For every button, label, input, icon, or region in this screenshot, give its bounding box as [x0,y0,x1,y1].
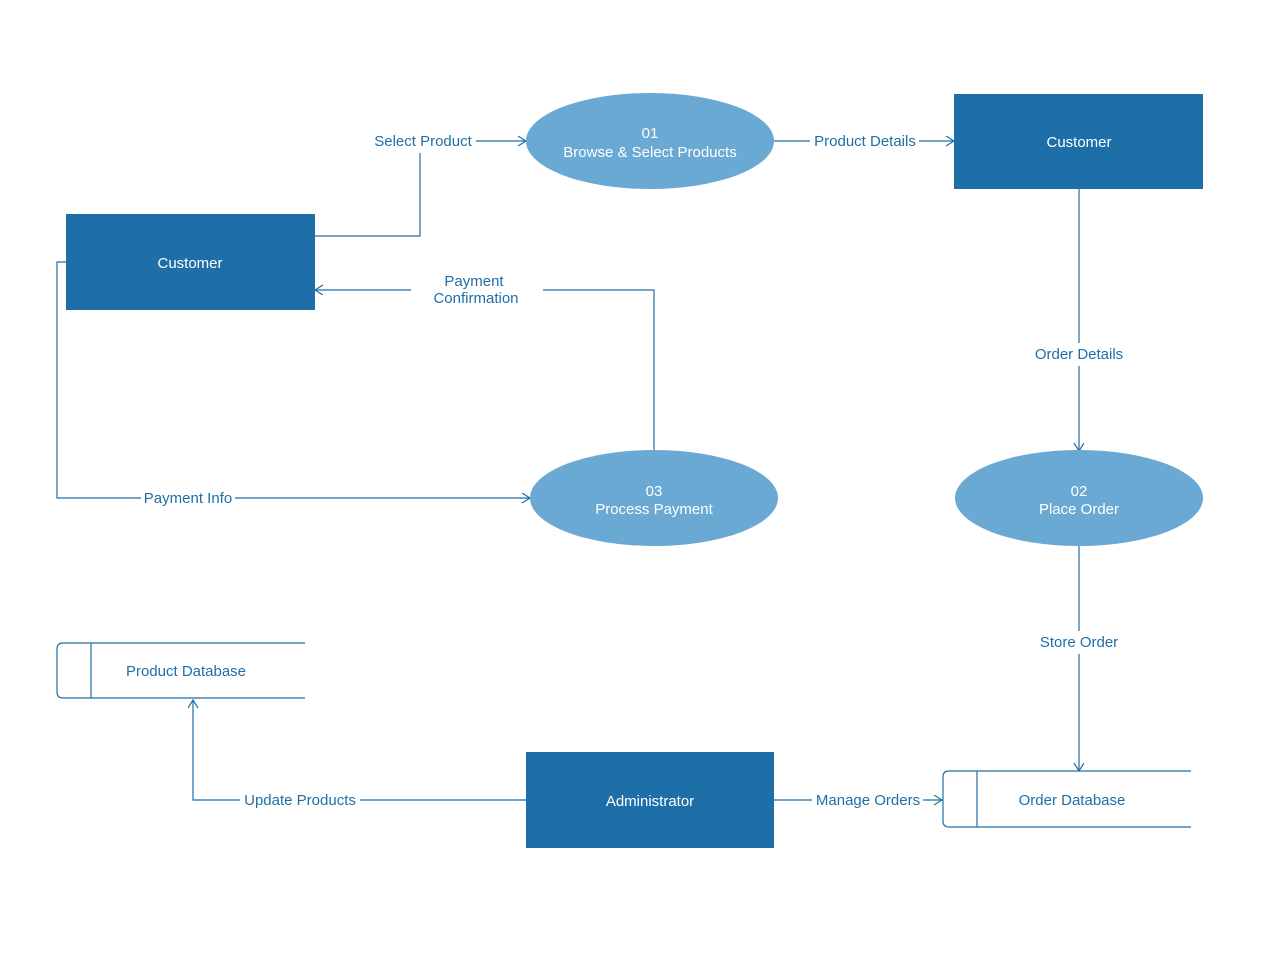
process-place-order[interactable]: 02 Place Order [955,450,1203,546]
process-number: 03 [646,483,663,500]
process-name: Process Payment [595,501,713,518]
process-name: Browse & Select Products [563,144,736,161]
entity-administrator[interactable]: Administrator [526,752,774,848]
process-name: Place Order [1039,501,1119,518]
process-payment[interactable]: 03 Process Payment [530,450,778,546]
flow-line-payment-info [56,261,141,499]
flow-line-payment-confirmation [543,289,655,451]
entity-customer-left[interactable]: Customer [66,214,315,310]
datastore-order-database[interactable]: Order Database [942,770,1191,828]
flow-label-payment-info: Payment Info [144,490,232,507]
datastore-product-database-label: Product Database [126,663,246,680]
entity-administrator-label: Administrator [606,793,694,810]
process-browse-select-products[interactable]: 01 Browse & Select Products [526,93,774,189]
datastore-order-database-label: Order Database [1019,792,1126,809]
entity-customer-left-label: Customer [157,255,222,272]
flow-label-payment-confirmation-line2: Confirmation [433,290,518,307]
flow-label-update-products: Update Products [244,792,356,809]
entity-customer-right[interactable]: Customer [954,94,1203,189]
flow-label-payment-confirmation-line1: Payment [444,273,504,290]
flow-label-store-order: Store Order [1040,634,1118,651]
datastore-product-database[interactable]: Product Database [56,642,305,699]
process-number: 02 [1071,483,1088,500]
process-number: 01 [642,125,659,142]
flow-label-manage-orders: Manage Orders [816,792,920,809]
flow-line-update-products-arrow [193,700,240,801]
flow-line-select-product [315,153,421,237]
flow-label-product-details: Product Details [814,133,916,150]
flow-label-order-details: Order Details [1035,346,1123,363]
entity-customer-right-label: Customer [1046,134,1111,151]
flow-label-select-product: Select Product [374,133,472,150]
